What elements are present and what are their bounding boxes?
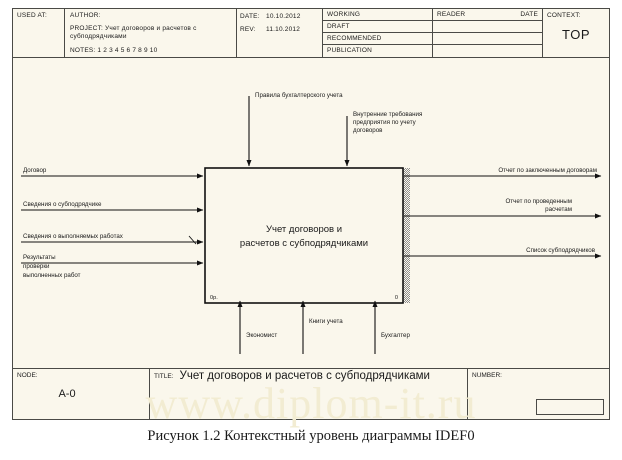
footer-number-cell: NUMBER: — [468, 369, 609, 419]
used-at-label: USED AT: — [17, 12, 48, 19]
date-label: DATE: — [240, 13, 260, 20]
control-label-1: Правила бухгалтерского учета — [255, 92, 343, 99]
diagram-canvas: Правила бухгалтерского учета Внутренние … — [13, 58, 609, 369]
activity-box-shadow — [403, 168, 410, 303]
node-value: A-0 — [58, 388, 76, 400]
output-label-2: расчетам — [545, 206, 572, 213]
figure-caption: Рисунок 1.2 Контекстный уровень диаграмм… — [147, 428, 475, 444]
input-label-4: выполненных работ — [23, 272, 81, 279]
reader-date-blank-row[interactable] — [433, 45, 542, 57]
notes-label: NOTES: — [70, 46, 96, 54]
notes-row: NOTES: 1 2 3 4 5 6 7 8 9 10 — [65, 43, 236, 57]
number-label: NUMBER: — [472, 372, 502, 379]
control-label-2: предприятия по учету — [353, 119, 417, 126]
mechanism-label-1: Экономист — [246, 332, 277, 339]
rev-row: REV: 11.10.2012 — [237, 22, 322, 35]
header-date-cell: DATE: 10.10.2012 REV: 11.10.2012 — [237, 9, 323, 57]
activity-box-title: расчетов с субподрядчиками — [240, 238, 368, 249]
activity-box-title: Учет договоров и — [266, 224, 342, 235]
title-value: Учет договоров и расчетов с субподрядчик… — [179, 370, 430, 382]
header-reader-date-column: READER DATE — [433, 9, 543, 57]
reader-date-blank-row[interactable] — [433, 33, 542, 45]
author-label: AUTHOR: — [70, 12, 101, 19]
number-input-box[interactable] — [536, 399, 604, 415]
date-value: 10.10.2012 — [266, 13, 301, 20]
output-label-3: Список субподрядчиков — [526, 247, 596, 254]
author-row: AUTHOR: — [65, 9, 236, 22]
diagram-footer-bar: NODE: A-0 TITLE: Учет договоров и расчет… — [13, 369, 609, 419]
title-label: TITLE: — [154, 373, 174, 380]
footer-title-cell: TITLE: Учет договоров и расчетов с субпо… — [150, 369, 468, 419]
header-author-project-cell: AUTHOR: PROJECT: Учет договоров и расчет… — [65, 9, 237, 57]
idef0-diagram-sheet: USED AT: AUTHOR: PROJECT: Учет договоров… — [12, 8, 610, 420]
rev-value: 11.10.2012 — [266, 26, 301, 33]
header-status-column: WORKING DRAFT RECOMMENDED PUBLICATION — [323, 9, 433, 57]
activity-box-cost: 0р. — [210, 295, 218, 301]
header-used-at-cell: USED AT: — [13, 9, 65, 57]
input-arrow-3-tick — [188, 235, 197, 245]
status-publication[interactable]: PUBLICATION — [327, 47, 373, 54]
input-label-3: Сведения о выполняемых работах — [23, 233, 124, 240]
input-label-1: Договор — [23, 167, 47, 174]
input-label-4: проверки — [23, 263, 50, 270]
activity-box-number: 0 — [395, 295, 398, 301]
status-draft[interactable]: DRAFT — [323, 21, 432, 33]
control-label-2: Внутренние требования — [353, 111, 422, 118]
project-label: PROJECT: — [70, 24, 104, 32]
reader-date-blank-rows — [433, 21, 542, 57]
context-label: CONTEXT: — [547, 12, 581, 19]
mechanism-label-2: Книги учета — [309, 318, 343, 325]
control-label-2: договоров — [353, 127, 383, 134]
input-label-2: Сведения о субподрядчике — [23, 201, 102, 208]
output-label-1: Отчет по заключенным договорам — [498, 167, 597, 174]
date-column-label: DATE — [520, 11, 538, 18]
reader-date-header: READER DATE — [433, 9, 542, 21]
input-label-4: Результаты — [23, 254, 56, 261]
header-context-cell: CONTEXT: TOP — [543, 9, 609, 57]
reader-date-blank-row[interactable] — [433, 21, 542, 33]
activity-box — [204, 167, 404, 304]
footer-node-cell: NODE: A-0 — [13, 369, 150, 419]
date-row: DATE: 10.10.2012 — [237, 9, 322, 22]
status-recommended[interactable]: RECOMMENDED — [323, 33, 432, 45]
mechanism-label-3: Бухгалтер — [381, 332, 410, 339]
output-label-2: Отчет по проведенным — [505, 198, 572, 205]
node-label: NODE: — [17, 372, 38, 379]
project-value: Учет договоров и расчетов с субподрядчик… — [70, 24, 197, 41]
context-value: TOP — [562, 27, 590, 42]
project-row: PROJECT: Учет договоров и расчетов с суб… — [65, 22, 236, 43]
notes-numbers: 1 2 3 4 5 6 7 8 9 10 — [97, 46, 158, 54]
rev-label: REV: — [240, 26, 256, 33]
reader-label: READER — [437, 11, 466, 18]
status-working[interactable]: WORKING — [323, 9, 432, 21]
diagram-header-bar: USED AT: AUTHOR: PROJECT: Учет договоров… — [13, 9, 609, 58]
